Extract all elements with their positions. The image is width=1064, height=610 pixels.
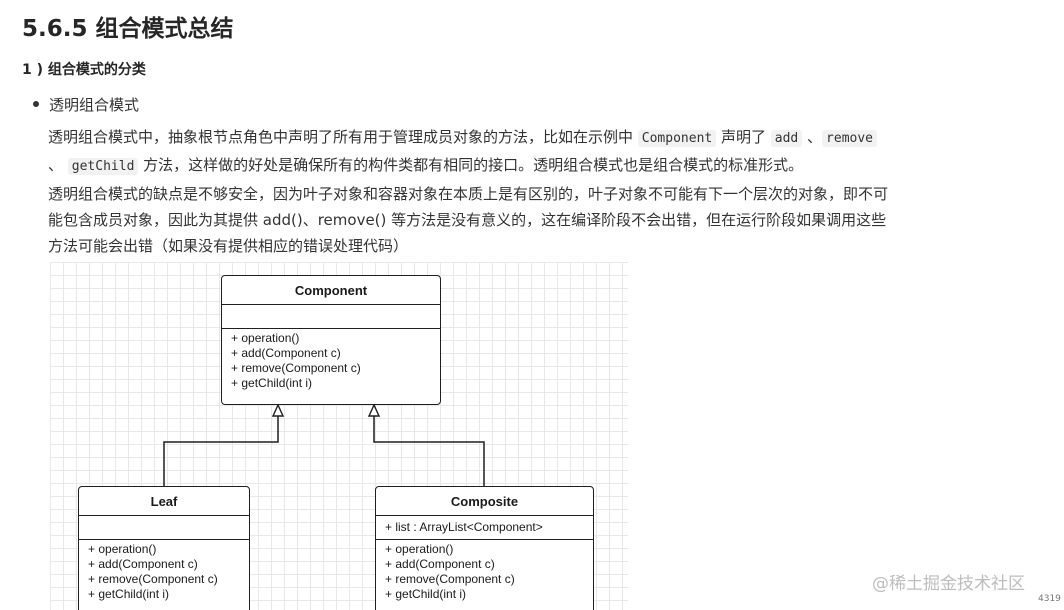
method: + remove(Component c) [385, 572, 515, 586]
class-attributes-empty [79, 516, 249, 540]
method: + remove(Component c) [88, 572, 218, 586]
class-name-leaf: Leaf [79, 487, 249, 516]
subsection-heading: 1 ) 组合模式的分类 [22, 62, 146, 78]
leaf-inheritance-arrow-icon [271, 403, 285, 417]
method: + operation() [385, 542, 454, 556]
code-add: add [770, 130, 803, 147]
paragraph-transparent-definition: 透明组合模式中，抽象根节点角色中声明了所有用于管理成员对象的方法，比如在示例中 … [48, 124, 893, 180]
composite-inheritance-line [373, 415, 485, 486]
bullet-label: 透明组合模式 [49, 95, 140, 114]
code-remove: remove [822, 130, 878, 147]
uml-class-diagram: Component + operation() + add(Component … [50, 262, 628, 610]
method: + getChild(int i) [385, 587, 467, 601]
class-attributes-empty [222, 305, 440, 329]
section-heading: 5.6.5 组合模式总结 [22, 16, 234, 42]
composite-inheritance-arrow-icon [367, 403, 381, 417]
code-getchild: getChild [67, 158, 139, 175]
method: + operation() [231, 331, 300, 345]
bullet-item: 透明组合模式 [33, 93, 139, 115]
uml-class-component: Component + operation() + add(Component … [221, 275, 441, 405]
para1-text-3: 、 [802, 128, 823, 146]
inheritance-connectors [163, 403, 485, 486]
para1-text-2: 声明了 [716, 128, 771, 146]
class-name-component: Component [222, 276, 440, 305]
watermark: @稀土掘金技术社区 [872, 574, 1025, 594]
method: + remove(Component c) [231, 361, 361, 375]
class-methods: + operation() + add(Component c) + remov… [79, 540, 249, 602]
class-name-composite: Composite [376, 487, 593, 516]
class-methods: + operation() + add(Component c) + remov… [222, 329, 440, 391]
method: + add(Component c) [231, 346, 341, 360]
class-attribute-list: + list : ArrayList<Component> [376, 516, 593, 540]
method: + operation() [88, 542, 157, 556]
paragraph-transparent-drawback: 透明组合模式的缺点是不够安全，因为叶子对象和容器对象在本质上是有区别的，叶子对象… [48, 185, 889, 255]
method: + add(Component c) [88, 557, 198, 571]
leaf-inheritance-line [163, 415, 279, 486]
corner-number: 4319 [1038, 594, 1061, 604]
uml-class-leaf: Leaf + operation() + add(Component c) + … [78, 486, 250, 610]
para1-text-4: 、 [48, 156, 68, 174]
method: + getChild(int i) [88, 587, 170, 601]
code-component: Component [637, 130, 717, 147]
bullet-dot-icon [33, 101, 39, 107]
method: + getChild(int i) [231, 376, 313, 390]
para1-text-5: 方法，这样做的好处是确保所有的构件类都有相同的接口。透明组合模式也是组合模式的标… [138, 156, 804, 174]
para1-text-1: 透明组合模式中，抽象根节点角色中声明了所有用于管理成员对象的方法，比如在示例中 [48, 128, 638, 146]
uml-class-composite: Composite + list : ArrayList<Component> … [375, 486, 594, 610]
class-methods: + operation() + add(Component c) + remov… [376, 540, 593, 602]
method: + add(Component c) [385, 557, 495, 571]
